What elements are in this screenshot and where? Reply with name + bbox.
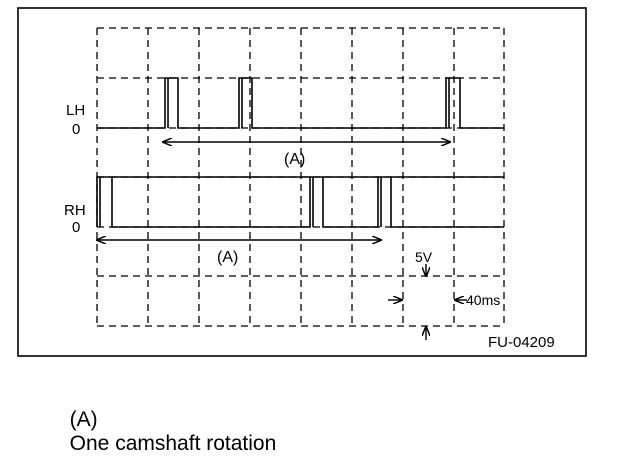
caption: (A) One camshaft rotation [58, 384, 277, 456]
rh-rotation-label: (A) [217, 249, 238, 266]
waveform-diagram: LH 0 RH 0 (A) (A) 5V 40ms FU-04209 [17, 7, 587, 357]
lh-rotation-label: (A) [284, 151, 305, 168]
time-scale-label: 40ms [466, 292, 500, 308]
figure-id: FU-04209 [488, 334, 555, 351]
caption-text: One camshaft rotation [69, 432, 277, 455]
lh-zero-label: 0 [72, 121, 80, 138]
figure-frame [17, 7, 587, 357]
caption-tag: (A) [69, 408, 98, 431]
rh-channel-label: RH [64, 202, 86, 219]
lh-channel-label: LH [66, 102, 85, 119]
voltage-scale-label: 5V [415, 249, 433, 265]
rh-zero-label: 0 [72, 219, 80, 236]
rh-waveform [96, 176, 504, 228]
lh-waveform [97, 77, 504, 129]
